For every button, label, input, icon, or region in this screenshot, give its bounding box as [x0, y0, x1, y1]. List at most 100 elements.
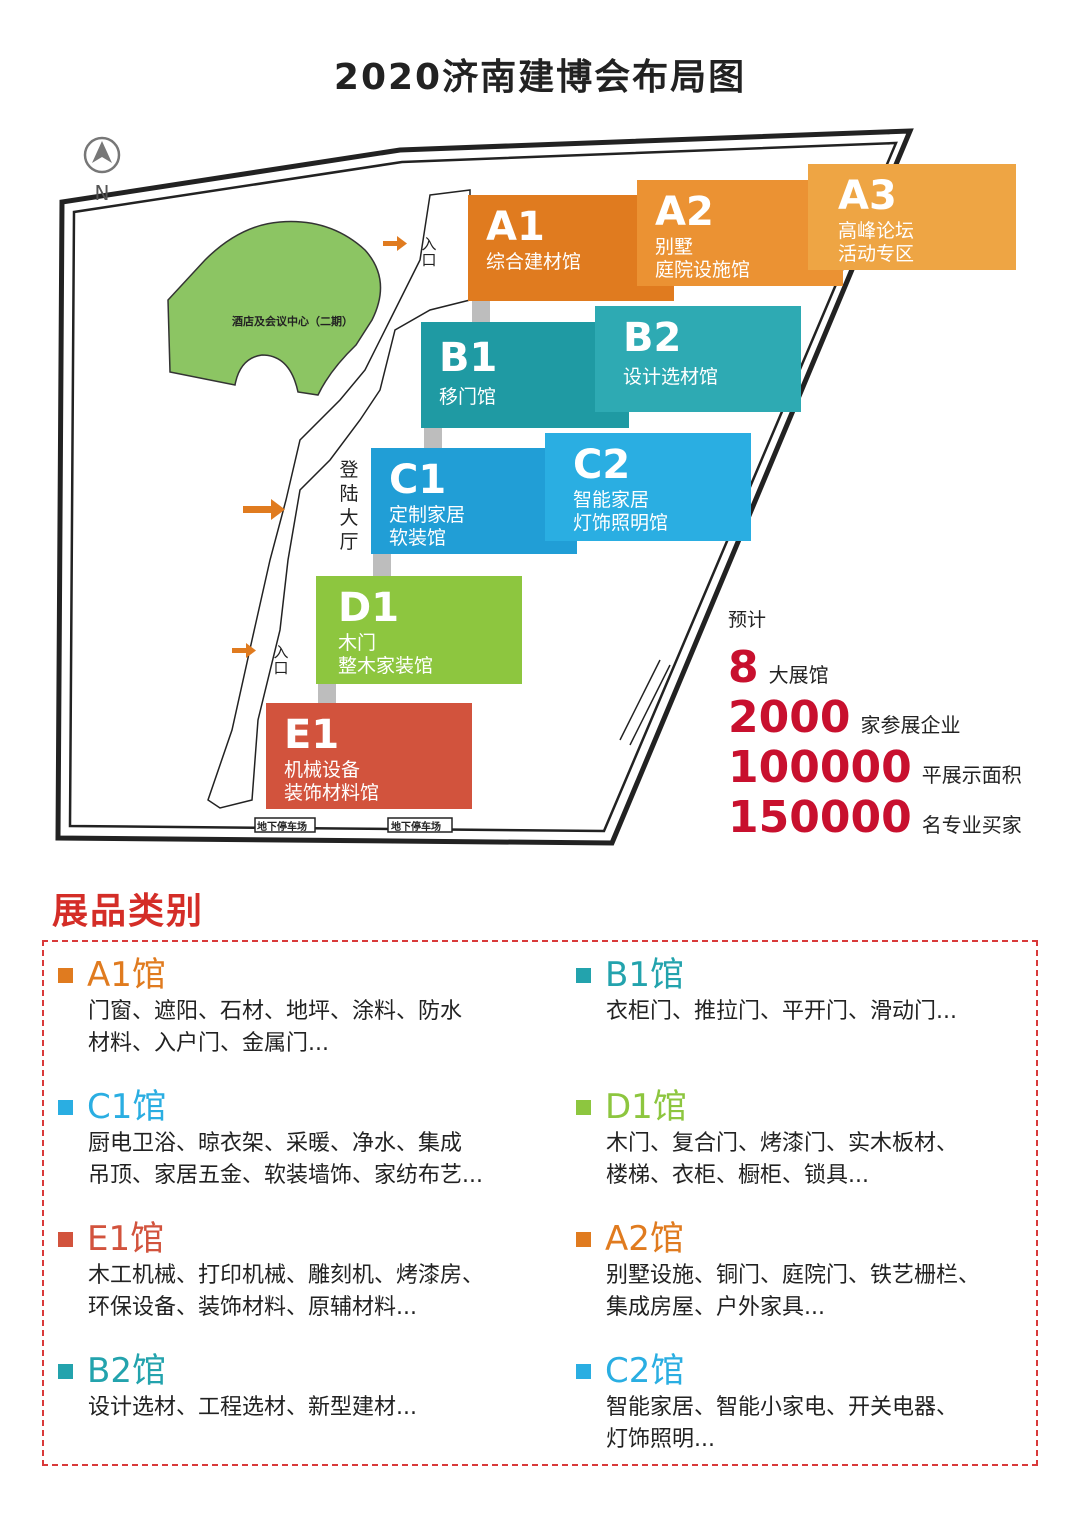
hall-b2[interactable]: B2 设计选材馆: [595, 306, 801, 412]
hall-a2-code: A2: [655, 189, 714, 235]
hall-e1[interactable]: E1 机械设备 装饰材料馆: [266, 703, 472, 809]
category-name: B2馆: [87, 1351, 166, 1391]
category-head: C1馆: [58, 1087, 508, 1127]
hall-c1-line-1: 定制家居: [389, 504, 466, 526]
category-item: A1馆门窗、遮阳、石材、地坪、涂料、防水材料、入户门、金属门...: [58, 955, 508, 1059]
category-desc-line: 灯饰照明...: [606, 1427, 715, 1452]
hall-b2-line-1: 设计选材馆: [623, 366, 719, 388]
categories-title: 展品类别: [52, 891, 205, 932]
stat-number: 2000: [728, 692, 851, 743]
category-item: A2馆别墅设施、铜门、庭院门、铁艺栅栏、集成房屋、户外家具...: [576, 1219, 1026, 1323]
category-color-square-icon: [576, 1363, 591, 1379]
category-name: B1馆: [605, 955, 684, 995]
category-color-square-icon: [58, 1363, 73, 1379]
category-name: A2馆: [605, 1219, 684, 1259]
hall-b1[interactable]: B1 移门馆: [421, 322, 629, 428]
stat-item: 150000 名专业买家: [728, 792, 1022, 843]
category-color-square-icon: [58, 1231, 73, 1247]
hall-c1-code: C1: [389, 457, 447, 503]
category-item: C1馆厨电卫浴、晾衣架、采暖、净水、集成吊顶、家居五金、软装墙饰、家纺布艺...: [58, 1087, 508, 1191]
category-head: B2馆: [58, 1351, 508, 1391]
category-desc-line: 智能家居、智能小家电、开关电器、: [606, 1395, 959, 1420]
entrance-arrow-bottom: [232, 643, 256, 658]
category-item: E1馆木工机械、打印机械、雕刻机、烤漆房、环保设备、装饰材料、原辅材料...: [58, 1219, 508, 1323]
category-desc-line: 吊顶、家居五金、软装墙饰、家纺布艺...: [88, 1163, 483, 1188]
hall-d1-line-1: 木门: [338, 632, 377, 654]
category-name: D1馆: [605, 1087, 687, 1127]
hall-a1-code: A1: [486, 204, 545, 250]
hall-c2-code: C2: [573, 442, 631, 488]
hall-e1-line-1: 机械设备: [284, 759, 361, 781]
hall-b1-line-1: 移门馆: [439, 386, 497, 408]
entrance-arrow-top: [383, 236, 407, 251]
stat-item: 2000 家参展企业: [728, 692, 1022, 743]
category-head: A1馆: [58, 955, 508, 995]
north-label: N: [94, 181, 110, 205]
category-desc-line: 环保设备、装饰材料、原辅材料...: [88, 1295, 417, 1320]
stat-number: 100000: [728, 742, 912, 793]
stat-unit: 名专业买家: [921, 813, 1022, 837]
category-head: A2馆: [576, 1219, 1026, 1259]
category-head: C2馆: [576, 1351, 1026, 1391]
hall-a3-line-2: 活动专区: [838, 243, 915, 265]
hotel-label: 酒店及会议中心（二期）: [232, 315, 353, 328]
category-color-square-icon: [576, 1099, 591, 1115]
stat-item: 8 大展馆: [728, 642, 1022, 693]
category-item: B2馆设计选材、工程选材、新型建材...: [58, 1351, 508, 1423]
hall-d1-code: D1: [338, 585, 400, 631]
hall-e1-code: E1: [284, 712, 340, 758]
stat-unit: 大展馆: [768, 663, 829, 687]
category-desc-line: 楼梯、衣柜、橱柜、锁具...: [606, 1163, 869, 1188]
hall-a2-line-2: 庭院设施馆: [655, 259, 751, 281]
hall-e1-line-2: 装饰材料馆: [284, 782, 380, 804]
stat-item: 100000 平展示面积: [728, 742, 1022, 793]
category-name: C1馆: [87, 1087, 167, 1127]
entrance-label-top: 入口: [421, 235, 437, 269]
entrance-label-bottom: 入口: [273, 643, 289, 677]
category-desc-line: 门窗、遮阳、石材、地坪、涂料、防水: [88, 999, 463, 1024]
north-arrow-icon: [83, 136, 121, 174]
site-map: [55, 128, 914, 846]
category-name: E1馆: [87, 1219, 165, 1259]
hall-c1-line-2: 软装馆: [389, 527, 447, 549]
hall-c2-line-1: 智能家居: [573, 489, 650, 511]
hall-c2-line-2: 灯饰照明馆: [573, 512, 669, 534]
north-indicator: N: [82, 135, 122, 205]
category-desc-line: 木工机械、打印机械、雕刻机、烤漆房、: [88, 1263, 485, 1288]
hotel-area: [167, 220, 382, 396]
category-name: C2馆: [605, 1351, 685, 1391]
stat-unit: 平展示面积: [921, 763, 1022, 787]
category-desc-line: 厨电卫浴、晾衣架、采暖、净水、集成: [88, 1131, 463, 1156]
category-name: A1馆: [87, 955, 166, 995]
stats-panel: 预计 8 大展馆 2000 家参展企业 100000 平展示面积 150000 …: [728, 605, 1022, 843]
category-desc-line: 别墅设施、铜门、庭院门、铁艺栅栏、: [606, 1263, 981, 1288]
stat-unit: 家参展企业: [860, 713, 961, 737]
hall-d1-line-2: 整木家装馆: [338, 655, 434, 677]
category-desc-line: 木门、复合门、烤漆门、实木板材、: [606, 1131, 959, 1156]
category-color-square-icon: [58, 967, 73, 983]
site-boundary: [55, 128, 914, 846]
hall-c2[interactable]: C2 智能家居 灯饰照明馆: [545, 433, 751, 541]
hall-a1-line-1: 综合建材馆: [486, 251, 582, 273]
stat-number: 150000: [728, 792, 912, 843]
hall-a2-line-1: 别墅: [655, 236, 694, 258]
parking-label-2: 地下停车场: [391, 822, 441, 833]
entrance-arrow-middle: [243, 499, 285, 520]
category-desc-line: 衣柜门、推拉门、平开门、滑动门...: [606, 999, 957, 1024]
category-item: D1馆木门、复合门、烤漆门、实木板材、楼梯、衣柜、橱柜、锁具...: [576, 1087, 1026, 1191]
category-desc-line: 集成房屋、户外家具...: [606, 1295, 825, 1320]
category-color-square-icon: [576, 1231, 591, 1247]
landing-hall-label: 登陆大厅: [339, 459, 359, 553]
category-color-square-icon: [576, 967, 591, 983]
parking-label-1: 地下停车场: [257, 822, 307, 833]
hall-a3[interactable]: A3 高峰论坛 活动专区: [808, 164, 1016, 270]
categories-box: [42, 940, 1038, 1466]
category-desc-line: 材料、入户门、金属门...: [88, 1031, 329, 1056]
hall-d1[interactable]: D1 木门 整木家装馆: [316, 576, 522, 684]
category-head: D1馆: [576, 1087, 1026, 1127]
hall-b1-code: B1: [439, 335, 498, 381]
hall-a3-code: A3: [838, 173, 897, 219]
hall-c1[interactable]: C1 定制家居 软装馆: [371, 448, 577, 554]
stat-number: 8: [728, 642, 759, 693]
category-item: B1馆衣柜门、推拉门、平开门、滑动门...: [576, 955, 1026, 1027]
